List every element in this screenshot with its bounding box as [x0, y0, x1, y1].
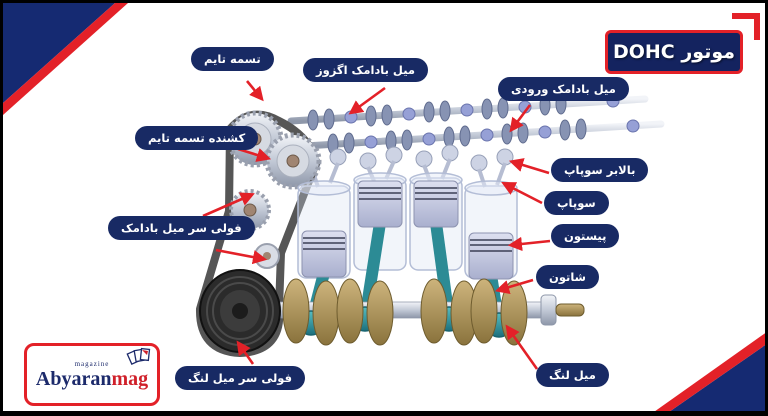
arrow-valve-lifter	[508, 158, 550, 175]
page-title: موتور DOHC	[612, 41, 736, 63]
arrow-exhaust-camshaft	[348, 86, 386, 115]
arrow-timing-belt	[245, 80, 264, 102]
top-left-red-stripe	[3, 3, 128, 115]
arrow-crankshaft	[505, 324, 539, 370]
arrow-valve	[501, 182, 543, 205]
crankshaft-art	[254, 278, 585, 346]
label-timing-belt: تسمه تایم	[191, 47, 274, 72]
abyaranmag-logo: magazine Abyaranmag	[24, 343, 160, 406]
top-right-bracket-horizontal	[732, 13, 760, 19]
label-connecting-rod: شاتون	[536, 265, 599, 290]
arrow-connecting-rod	[494, 278, 534, 295]
pistons-art	[301, 180, 514, 280]
label-crankshaft: میل لنگ	[536, 363, 609, 388]
bottom-right-navy-triangle	[670, 345, 765, 411]
arrow-camshaft-pulley-upper	[202, 192, 255, 218]
exhaust-camshaft-art	[287, 93, 649, 131]
arrow-crankshaft-pulley	[236, 340, 255, 365]
logo-brand-text: Abyaran	[35, 367, 112, 390]
logo-cards-icon	[126, 347, 151, 365]
engine-illustration	[195, 93, 665, 357]
bottom-right-red-stripe	[655, 333, 765, 411]
label-piston: پیستون	[551, 224, 620, 249]
label-valve-lifter: بالابر سوپاپ	[551, 158, 649, 183]
arrow-piston	[507, 236, 551, 252]
logo-tagline: magazine	[74, 359, 110, 368]
title-box: موتور DOHC	[605, 30, 743, 74]
logo-suffix-text: mag	[111, 367, 149, 390]
arrow-camshaft-pulley-lower	[215, 248, 268, 265]
arrow-belt-tensioner	[237, 147, 272, 162]
label-intake-camshaft: میل بادامک ورودی	[498, 77, 629, 102]
arrow-intake-camshaft	[509, 104, 532, 133]
corner-decorations	[3, 3, 765, 411]
label-belt-tensioner: کشنده تسمه تایم	[135, 126, 259, 151]
top-right-bracket-vertical	[754, 13, 760, 40]
label-camshaft-pulley: فولی سر میل بادامک	[108, 216, 255, 241]
callout-arrows	[202, 80, 551, 370]
label-exhaust-camshaft: میل بادامک اگزوز	[303, 58, 429, 83]
logo-wordmark: Abyaranmag	[36, 369, 148, 389]
label-valve: سوپاپ	[544, 191, 609, 216]
crankshaft-pulley-art	[199, 269, 281, 353]
label-crankshaft-pulley: فولی سر میل لنگ	[175, 366, 306, 391]
